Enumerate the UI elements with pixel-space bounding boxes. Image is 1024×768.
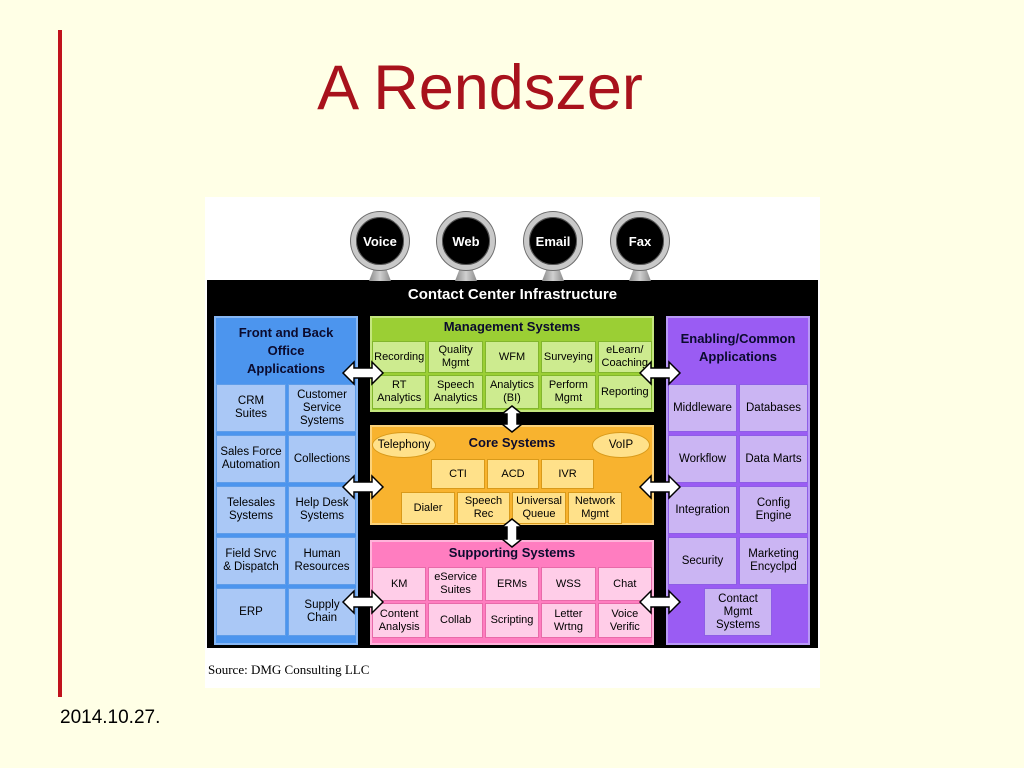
panel-grid: Recording Quality Mgmt WFM Surveying eLe… bbox=[372, 341, 652, 409]
double-arrow-vertical-lower bbox=[499, 518, 525, 548]
channel-email: Email bbox=[524, 212, 582, 270]
cell-erms: ERMs bbox=[484, 567, 540, 601]
cell-letter-writing: Letter Wrtng bbox=[541, 603, 596, 638]
cell-contact-mgmt-systems: Contact Mgmt Systems bbox=[704, 588, 772, 636]
channel-web: Web bbox=[437, 212, 495, 270]
cell-marketing-encyclpd: Marketing Encyclpd bbox=[739, 537, 808, 585]
cell-wss: WSS bbox=[541, 567, 596, 601]
panel-title: Core Systems bbox=[468, 435, 556, 450]
cell-chat: Chat bbox=[597, 567, 652, 601]
cell-crm-suites: CRM Suites bbox=[216, 384, 286, 432]
cell-middleware: Middleware bbox=[668, 384, 737, 432]
cell-quality-mgmt: Quality Mgmt bbox=[428, 341, 483, 373]
panel-grid: KM eService Suites ERMs WSS Chat Content… bbox=[372, 567, 652, 638]
panel-title: Enabling/Common Applications bbox=[680, 331, 796, 364]
cell-acd: ACD bbox=[487, 459, 539, 489]
infrastructure-title: Contact Center Infrastructure bbox=[407, 286, 618, 303]
double-arrow-right-bottom bbox=[638, 589, 682, 615]
channel-label: Fax bbox=[628, 233, 652, 249]
channel-label: Web bbox=[452, 233, 480, 249]
cell-eservice-suites: eService Suites bbox=[428, 567, 483, 601]
cell-cti: CTI bbox=[431, 459, 485, 489]
cell-config-engine: Config Engine bbox=[739, 486, 808, 534]
cell-elearn-coaching: eLearn/ Coaching bbox=[597, 341, 652, 373]
telephony-oval: Telephony bbox=[372, 432, 436, 458]
cell-reporting: Reporting bbox=[597, 375, 652, 409]
cell-telesales-systems: Telesales Systems bbox=[216, 486, 286, 534]
panel-title: Supporting Systems bbox=[448, 545, 576, 560]
double-arrow-right-top bbox=[638, 360, 682, 386]
double-arrow-vertical-upper bbox=[499, 405, 525, 433]
double-arrow-right-middle bbox=[638, 474, 682, 500]
cell-security: Security bbox=[668, 537, 737, 585]
channel-fax: Fax bbox=[611, 212, 669, 270]
front-back-office-panel: Front and Back Office Applications CRM S… bbox=[214, 316, 358, 645]
channel-voice: Voice bbox=[351, 212, 409, 270]
cell-speech-analytics: Speech Analytics bbox=[428, 375, 483, 409]
double-arrow-left-middle bbox=[341, 474, 385, 500]
cell-help-desk-systems: Help Desk Systems bbox=[288, 486, 356, 534]
panel-grid: CRM Suites Customer Service Systems Sale… bbox=[216, 384, 356, 636]
cell-data-marts: Data Marts bbox=[739, 435, 808, 483]
cell-erp: ERP bbox=[216, 588, 286, 636]
contact-center-diagram: Voice Web Email Fax Contact Center Infra… bbox=[205, 197, 820, 688]
cell-workflow: Workflow bbox=[668, 435, 737, 483]
channel-label: Voice bbox=[363, 233, 397, 249]
cell-integration: Integration bbox=[668, 486, 737, 534]
cell-content-analysis: Content Analysis bbox=[372, 603, 427, 638]
cell-human-resources: Human Resources bbox=[288, 537, 356, 585]
cell-databases: Databases bbox=[739, 384, 808, 432]
cell-collab: Collab bbox=[428, 603, 483, 638]
cell-universal-queue: Universal Queue bbox=[512, 492, 566, 524]
cell-recording: Recording bbox=[372, 341, 427, 373]
channel-label: Email bbox=[535, 233, 571, 249]
cell-collections: Collections bbox=[288, 435, 356, 483]
cell-network-mgmt: Network Mgmt bbox=[568, 492, 622, 524]
cell-supply-chain: Supply Chain bbox=[288, 588, 356, 636]
cell-ivr: IVR bbox=[541, 459, 594, 489]
enabling-common-panel: Enabling/Common Applications Middleware … bbox=[666, 316, 810, 645]
voip-oval: VoIP bbox=[592, 432, 650, 458]
connector-arrows bbox=[341, 360, 682, 615]
supporting-systems-panel: Supporting Systems KM eService Suites ER… bbox=[370, 540, 654, 645]
cell-scripting: Scripting bbox=[484, 603, 540, 638]
management-systems-panel: Management Systems Recording Quality Mgm… bbox=[370, 316, 654, 412]
core-systems-panel: Core Systems Telephony VoIP CTI ACD IVR … bbox=[370, 425, 654, 525]
cell-speech-rec: Speech Rec bbox=[457, 492, 510, 524]
panel-title: Front and Back Office Applications bbox=[238, 325, 334, 376]
double-arrow-left-bottom bbox=[341, 589, 385, 615]
double-arrow-left-top bbox=[341, 360, 385, 386]
cell-field-service-dispatch: Field Srvc & Dispatch bbox=[216, 537, 286, 585]
cell-rt-analytics: RT Analytics bbox=[372, 375, 427, 409]
cell-voice-verific: Voice Verific bbox=[597, 603, 652, 638]
source-credit: Source: DMG Consulting LLC bbox=[208, 662, 370, 677]
slide-date: 2014.10.27. bbox=[60, 707, 161, 728]
cell-surveying: Surveying bbox=[541, 341, 596, 373]
panel-title: Management Systems bbox=[443, 319, 581, 334]
cell-perform-mgmt: Perform Mgmt bbox=[541, 375, 596, 409]
cell-wfm: WFM bbox=[484, 341, 540, 373]
accent-line bbox=[58, 30, 62, 697]
cell-sales-force-automation: Sales Force Automation bbox=[216, 435, 286, 483]
cell-km: KM bbox=[372, 567, 427, 601]
panel-grid: Middleware Databases Workflow Data Marts… bbox=[668, 384, 808, 636]
cell-customer-service-systems: Customer Service Systems bbox=[288, 384, 356, 432]
slide-title: A Rendszer bbox=[317, 53, 643, 123]
cell-dialer: Dialer bbox=[401, 492, 455, 524]
